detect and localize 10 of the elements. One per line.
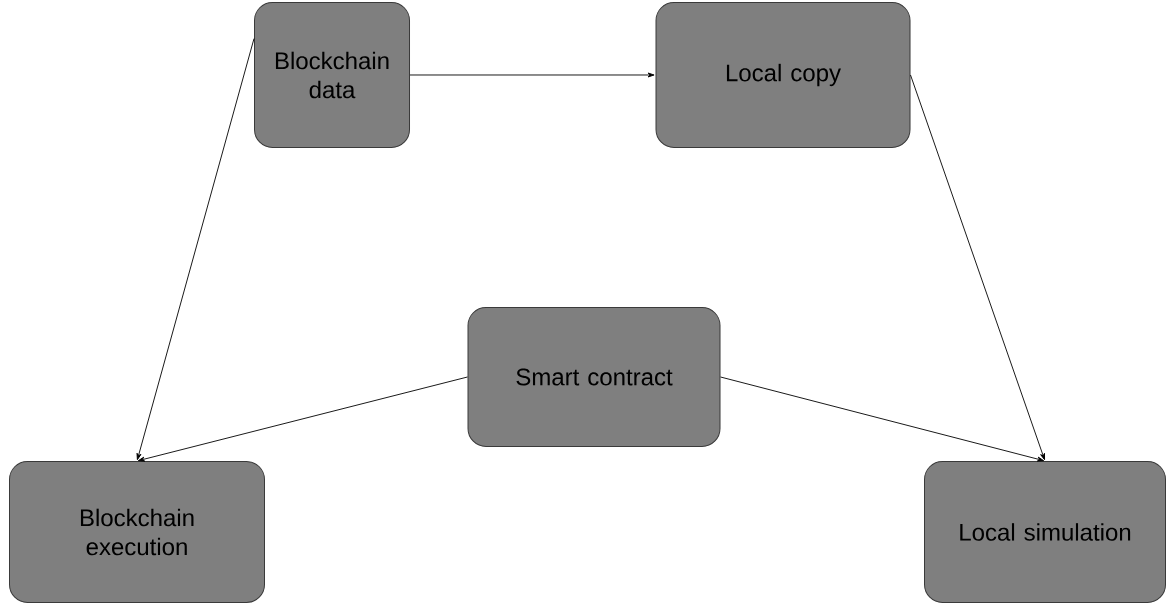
arrow [137, 376, 468, 462]
arrow [910, 74, 1045, 461]
process-box: Local copy [655, 2, 911, 148]
arrow [409, 72, 655, 78]
process-box: Local simulation [924, 461, 1166, 603]
process-box: Blockchain data [254, 2, 410, 148]
process-box: Smart contract [467, 307, 721, 447]
arrow [136, 38, 255, 461]
arrow [720, 376, 1045, 462]
process-box: Blockchain execution [9, 461, 265, 603]
